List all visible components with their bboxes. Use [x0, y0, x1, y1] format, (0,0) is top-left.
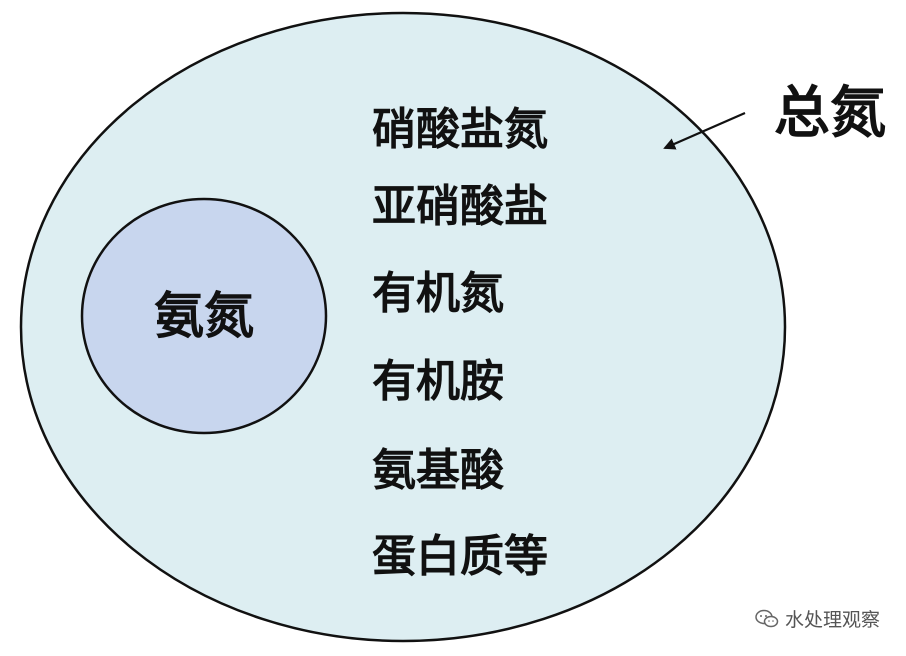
watermark-text: 水处理观察 — [784, 609, 880, 631]
item-label: 有机胺 — [372, 356, 504, 407]
ammonia-nitrogen-circle — [80, 197, 328, 435]
item-label: 硝酸盐氮 — [372, 104, 548, 155]
item-label: 有机氮 — [372, 268, 504, 319]
item-label: 蛋白质等 — [372, 531, 548, 582]
watermark: 水处理观察 — [755, 605, 880, 632]
outer-label: 总氮 — [774, 81, 886, 146]
pointer-arrow — [663, 111, 746, 150]
total-nitrogen-ellipse — [19, 11, 787, 643]
inner-label: 氨氮 — [154, 287, 254, 345]
item-label: 氨基酸 — [372, 445, 505, 496]
item-label: 亚硝酸盐 — [372, 181, 548, 232]
wechat-icon — [755, 609, 779, 627]
